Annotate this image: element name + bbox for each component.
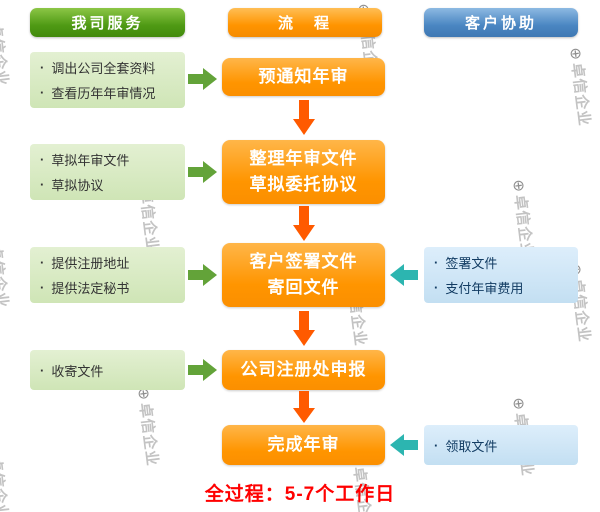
arrow-right-icon	[188, 264, 217, 286]
bullet-icon: ·	[40, 280, 45, 295]
service-item: 收寄文件	[51, 363, 104, 379]
bullet-icon: ·	[40, 362, 45, 378]
list-item: · 调出公司全套资料	[40, 58, 175, 77]
arrow-down-icon	[293, 206, 315, 241]
process-step-label: 寄回文件	[267, 278, 340, 297]
globe-icon: ⊕	[509, 396, 528, 412]
client-box-2: · 领取文件	[424, 425, 578, 465]
service-item: 提供注册地址	[51, 256, 130, 271]
list-item: · 草拟年审文件	[40, 150, 175, 169]
arrow-down-icon	[293, 391, 315, 423]
globe-icon: ⊕	[0, 440, 3, 456]
service-item: 调出公司全套资料	[51, 61, 156, 76]
service-item: 查看历年年审情况	[51, 86, 156, 101]
globe-icon: ⊕	[0, 228, 3, 244]
client-item: 支付年审费用	[445, 281, 524, 296]
list-item: · 收寄文件	[40, 361, 175, 380]
watermark-text: 卓信企业	[0, 21, 11, 88]
service-item: 提供法定秘书	[51, 281, 130, 296]
globe-icon: ⊕	[509, 178, 528, 194]
watermark: ⊕卓信企业	[0, 228, 14, 310]
process-step-3: 客户签署文件 寄回文件	[222, 243, 385, 307]
watermark: ⊕卓信企业	[565, 46, 596, 128]
bullet-icon: ·	[434, 437, 439, 453]
arrow-left-icon	[390, 434, 418, 456]
service-box-2: · 草拟年审文件 · 草拟协议	[30, 144, 185, 200]
watermark-text: 卓信企业	[136, 401, 161, 468]
list-item: · 提供注册地址	[40, 253, 175, 272]
arrow-right-icon	[188, 161, 217, 183]
list-item: · 查看历年年审情况	[40, 83, 175, 102]
globe-icon: ⊕	[0, 6, 3, 22]
watermark: ⊕卓信企业	[133, 386, 164, 468]
column-header-process: 流 程	[228, 8, 382, 37]
bullet-icon: ·	[434, 255, 439, 270]
process-step-2: 整理年审文件 草拟委托协议	[222, 140, 385, 204]
service-box-4: · 收寄文件	[30, 350, 185, 390]
column-header-client-assist: 客户协助	[424, 8, 578, 37]
arrow-right-icon	[188, 68, 217, 90]
globe-icon: ⊕	[566, 46, 585, 62]
watermark: ⊕卓信企业	[0, 6, 14, 88]
total-duration-note: 全过程：5-7个工作日	[204, 484, 396, 505]
client-box-1: · 签署文件 · 支付年审费用	[424, 247, 578, 303]
arrow-left-icon	[390, 264, 418, 286]
process-step-label: 预通知年审	[258, 66, 349, 86]
bullet-icon: ·	[40, 255, 45, 270]
process-step-1: 预通知年审	[222, 58, 385, 96]
service-box-3: · 提供注册地址 · 提供法定秘书	[30, 247, 185, 303]
watermark-text: 卓信企业	[568, 61, 593, 128]
list-item: · 提供法定秘书	[40, 278, 175, 297]
list-item: · 支付年审费用	[434, 278, 568, 297]
process-step-label: 客户签署文件	[249, 251, 358, 271]
service-item: 草拟协议	[51, 178, 104, 193]
bullet-icon: ·	[434, 280, 439, 295]
service-box-1: · 调出公司全套资料 · 查看历年年审情况	[30, 52, 185, 108]
process-step-5: 完成年审	[222, 425, 385, 465]
process-step-label: 草拟委托协议	[249, 175, 358, 194]
service-item: 草拟年审文件	[51, 153, 130, 168]
arrow-down-icon	[293, 100, 315, 135]
bullet-icon: ·	[40, 152, 45, 167]
process-step-label: 整理年审文件	[249, 148, 358, 168]
process-step-label: 公司注册处申报	[240, 359, 367, 379]
list-item: · 领取文件	[434, 436, 568, 455]
client-item: 签署文件	[445, 256, 498, 271]
process-step-4: 公司注册处申报	[222, 350, 385, 390]
client-item: 领取文件	[445, 438, 498, 454]
bullet-icon: ·	[40, 85, 45, 100]
bullet-icon: ·	[40, 177, 45, 192]
arrow-down-icon	[293, 311, 315, 346]
bullet-icon: ·	[40, 60, 45, 75]
column-header-our-services: 我司服务	[30, 8, 185, 37]
arrow-right-icon	[188, 359, 217, 381]
list-item: · 签署文件	[434, 253, 568, 272]
watermark-text: 卓信企业	[0, 243, 11, 310]
list-item: · 草拟协议	[40, 175, 175, 194]
process-step-label: 完成年审	[267, 434, 340, 454]
